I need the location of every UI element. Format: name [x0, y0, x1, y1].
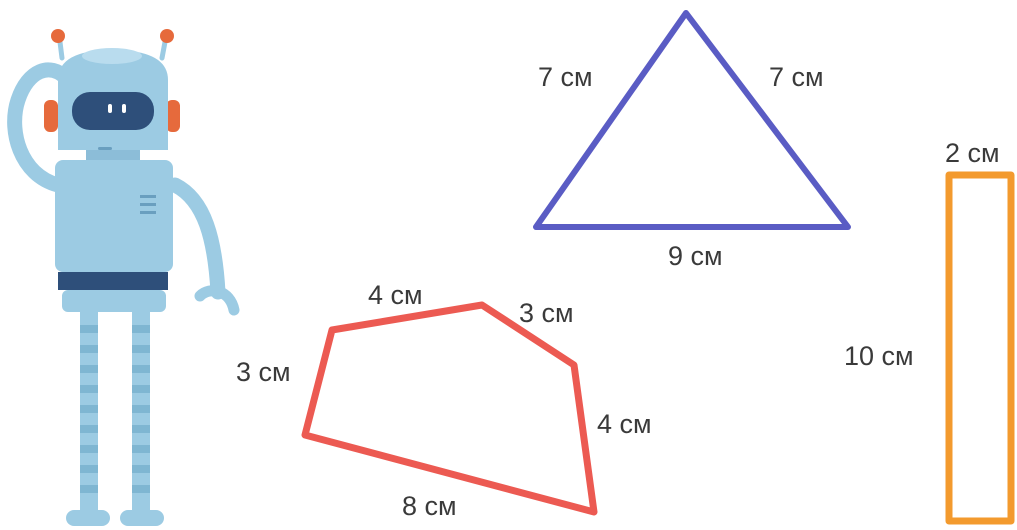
rectangle-shape [945, 171, 1015, 525]
triangle-base-label: 9 см [668, 241, 723, 271]
pentagon-bottom-side-label: 8 см [402, 491, 457, 521]
triangle-shape [533, 10, 851, 230]
pentagon-top-left-side-label: 4 см [368, 280, 423, 310]
rectangle: 2 см 10 см [844, 138, 1015, 525]
pentagon: 4 см 3 см 3 см 4 см 8 см [236, 280, 652, 521]
pentagon-left-side-label: 3 см [236, 357, 291, 387]
robot-icon [7, 29, 240, 526]
triangle-right-side-label: 7 см [769, 62, 824, 92]
isosceles-triangle: 7 см 7 см 9 см [533, 10, 851, 271]
triangle-left-side-label: 7 см [538, 62, 593, 92]
pentagon-shape [301, 301, 598, 516]
rectangle-width-label: 2 см [945, 138, 1000, 168]
rectangle-height-label: 10 см [844, 341, 914, 371]
pentagon-right-side-label: 4 см [597, 409, 652, 439]
pentagon-top-right-side-label: 3 см [519, 298, 574, 328]
